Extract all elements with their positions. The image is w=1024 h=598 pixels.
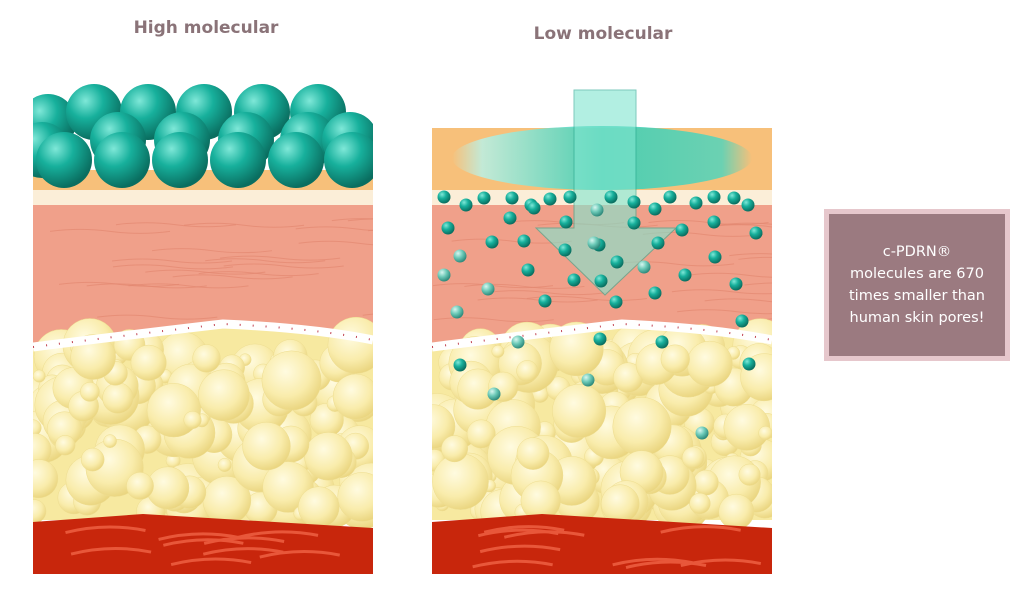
- molecule: [558, 243, 572, 257]
- molecule: [627, 195, 641, 209]
- molecule: [655, 335, 669, 349]
- molecule: [675, 223, 689, 237]
- molecule: [441, 221, 455, 235]
- molecule: [648, 202, 662, 216]
- high-molecular-title: High molecular: [133, 18, 279, 38]
- molecule: [503, 211, 517, 225]
- muscle-fibers: [472, 525, 762, 569]
- molecule: [637, 260, 651, 274]
- molecule: [527, 201, 541, 215]
- callout-line: times smaller than: [849, 288, 985, 304]
- molecule: [708, 250, 722, 264]
- callout-line: c-PDRN®: [882, 244, 952, 260]
- molecule: [727, 191, 741, 205]
- molecule: [594, 274, 608, 288]
- molecule: [437, 190, 451, 204]
- molecule: [210, 132, 266, 188]
- molecule: [729, 277, 743, 291]
- molecule: [481, 282, 495, 296]
- molecule: [695, 426, 709, 440]
- molecule: [663, 190, 677, 204]
- molecule: [627, 216, 641, 230]
- high-molecular-panel: [33, 84, 373, 574]
- molecule: [593, 332, 607, 346]
- low-molecular-title: Low molecular: [533, 24, 673, 44]
- molecule: [604, 190, 618, 204]
- molecule: [450, 305, 464, 319]
- molecule: [453, 249, 467, 263]
- callout-line: human skin pores!: [849, 310, 985, 326]
- molecule: [459, 198, 473, 212]
- low-molecular-panel: [432, 89, 772, 574]
- molecule: [678, 268, 692, 282]
- molecule: [563, 190, 577, 204]
- molecule: [485, 235, 499, 249]
- molecule: [749, 226, 763, 240]
- molecule: [477, 191, 491, 205]
- molecule: [581, 373, 595, 387]
- molecule: [590, 203, 604, 217]
- molecule: [651, 236, 665, 250]
- stratum-layer: [33, 190, 373, 205]
- molecule: [543, 192, 557, 206]
- large-molecules: [33, 84, 373, 188]
- molecule: [587, 236, 601, 250]
- molecule: [609, 295, 623, 309]
- molecule: [152, 132, 208, 188]
- molecule: [517, 234, 531, 248]
- molecule: [437, 268, 451, 282]
- molecule: [36, 132, 92, 188]
- molecule: [521, 263, 535, 277]
- molecule: [735, 314, 749, 328]
- molecule: [648, 286, 662, 300]
- molecule: [268, 132, 324, 188]
- molecule: [610, 255, 624, 269]
- molecule: [689, 196, 703, 210]
- molecule: [511, 335, 525, 349]
- molecule: [707, 215, 721, 229]
- molecule: [559, 215, 573, 229]
- molecule: [324, 132, 373, 188]
- muscle-fibers: [65, 525, 341, 567]
- info-callout: c-PDRN® molecules are 670 times smaller …: [824, 209, 1010, 361]
- small-molecules: [437, 190, 763, 440]
- molecule: [453, 358, 467, 372]
- fat-cells: [33, 316, 373, 532]
- dermis-fibers: [49, 218, 373, 320]
- molecule: [741, 198, 755, 212]
- molecule: [505, 191, 519, 205]
- molecule: [487, 387, 501, 401]
- molecule: [567, 273, 581, 287]
- muscle-layer: [33, 514, 373, 574]
- molecule: [742, 357, 756, 371]
- fat-cells: [432, 318, 772, 537]
- callout-line: molecules are 670: [850, 266, 984, 282]
- molecule: [707, 190, 721, 204]
- molecule: [538, 294, 552, 308]
- molecule: [94, 132, 150, 188]
